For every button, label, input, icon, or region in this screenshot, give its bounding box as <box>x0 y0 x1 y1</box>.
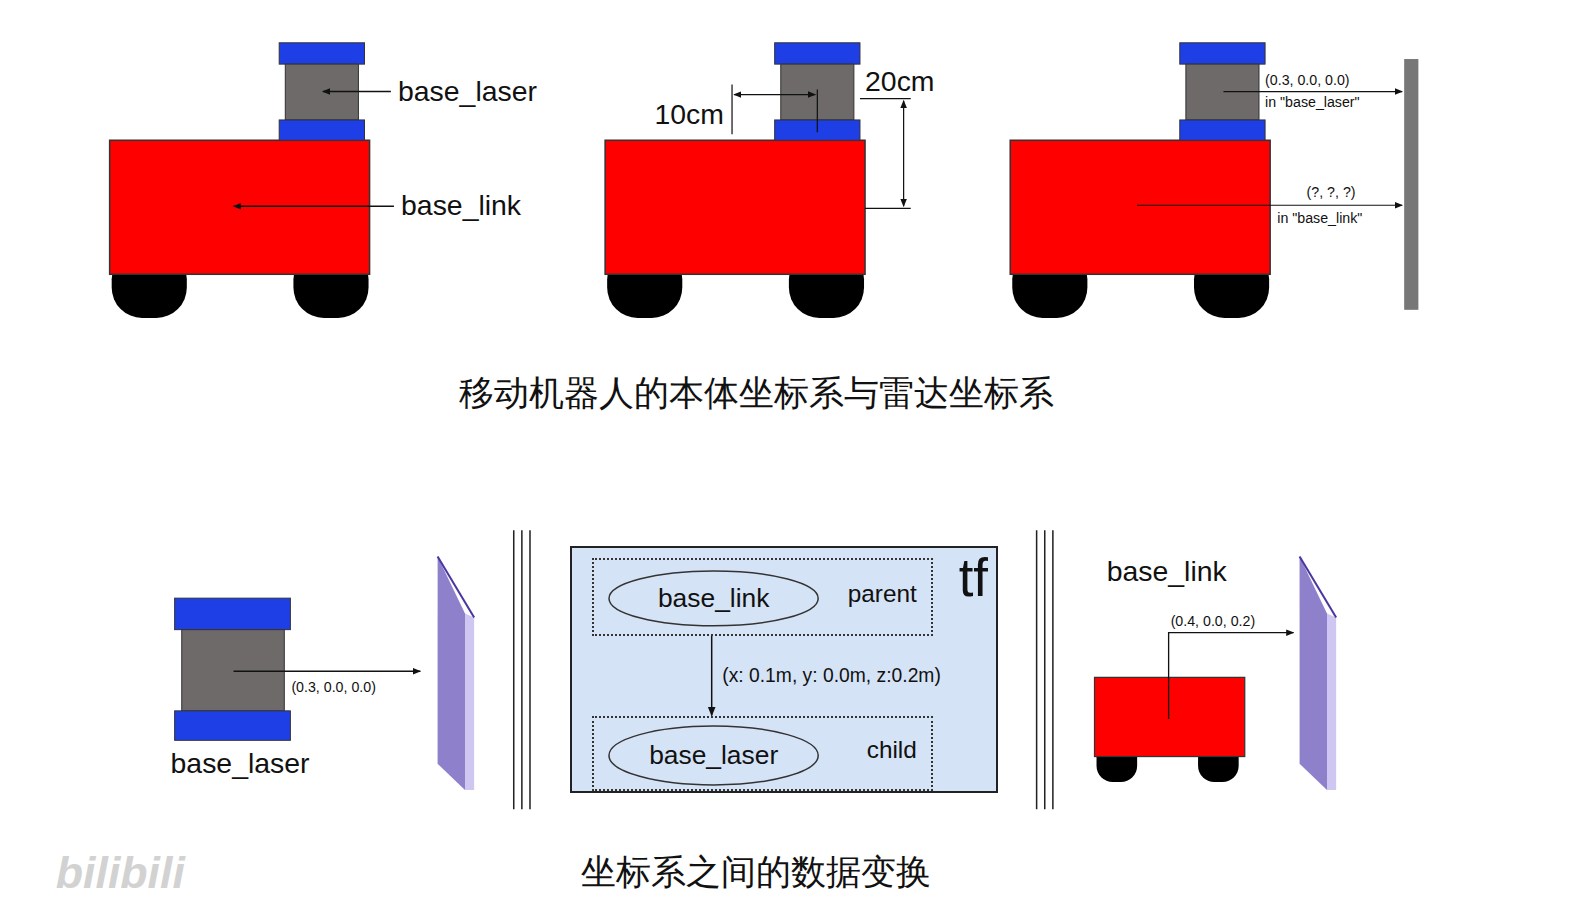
coordinate: (0.4, 0.0, 0.2) <box>1171 613 1255 629</box>
frame-note: in "base_laser" <box>1265 94 1360 110</box>
robot-fig-bottom <box>1095 557 1337 791</box>
coordinate: (0.3, 0.0, 0.0) <box>291 679 375 695</box>
dimension: 20cm <box>865 65 934 98</box>
tf-panel: tf parent base_linkchild base_laser (x: 0.1m… <box>570 546 998 793</box>
frame-name: base_laser <box>649 740 778 770</box>
frame-label: base_laser <box>398 75 537 108</box>
frame-ellipse: base_laser <box>608 725 819 786</box>
frame-name: base_link <box>658 583 769 613</box>
role-label: parent <box>848 580 917 608</box>
figure-caption: 坐标系之间的数据变换 <box>581 853 931 893</box>
frame-label: base_link <box>1107 555 1227 588</box>
coordinate: (?, ?, ?) <box>1307 184 1356 200</box>
tf-arrow <box>711 636 713 716</box>
coordinate: (0.3, 0.0, 0.0) <box>1265 72 1349 88</box>
frame-label: base_laser <box>171 747 310 780</box>
transform-label: (x: 0.1m, y: 0.0m, z:0.2m) <box>720 665 943 687</box>
figure-caption: 移动机器人的本体坐标系与雷达坐标系 <box>459 374 1054 414</box>
role-label: child <box>867 736 917 764</box>
frame-group: parent base_link <box>592 558 933 635</box>
separator-lines <box>514 530 1053 809</box>
frame-note: in "base_link" <box>1277 210 1362 226</box>
ellipse-shape <box>609 726 818 785</box>
tf-title: tf <box>959 548 988 609</box>
frame-label: base_link <box>401 189 521 222</box>
frame-ellipse: base_link <box>608 570 819 627</box>
watermark: bilibili <box>56 847 185 898</box>
ellipse-shape <box>609 571 818 626</box>
robot-fig-1 <box>110 43 394 318</box>
robot-fig-2 <box>605 43 911 318</box>
dimension: 10cm <box>654 98 723 131</box>
robot-fig-3 <box>1010 43 1418 318</box>
frame-group: child base_laser <box>592 716 933 791</box>
